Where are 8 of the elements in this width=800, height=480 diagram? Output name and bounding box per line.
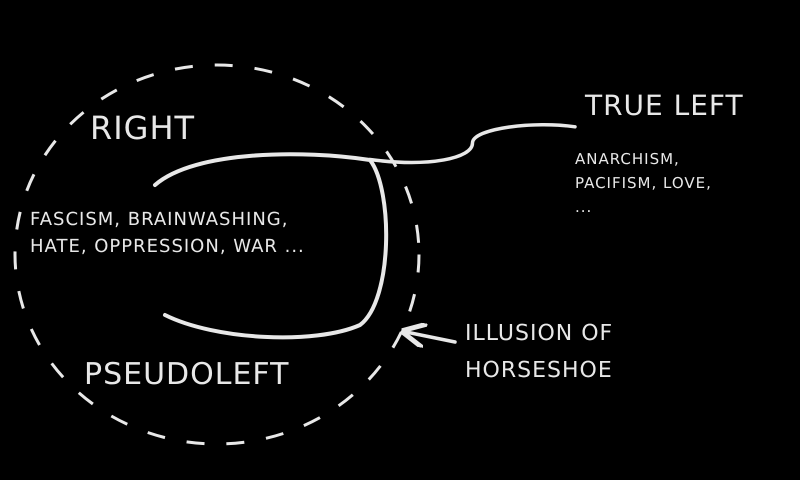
item-list: ANARCHISM, PACIFISM, LOVE, ... (575, 147, 725, 219)
note-text: ILLUSION OF HORSESHOE (465, 320, 614, 386)
connector-line (368, 122, 577, 164)
group-heading: TRUE LEFT (585, 88, 745, 124)
group-heading: PSEUDOLEFT (84, 356, 290, 394)
group-heading: RIGHT (90, 108, 196, 149)
arrow (398, 321, 457, 350)
item-list: FASCISM, BRAINWASHING, HATE, OPPRESSION, WAR ... (30, 206, 330, 260)
